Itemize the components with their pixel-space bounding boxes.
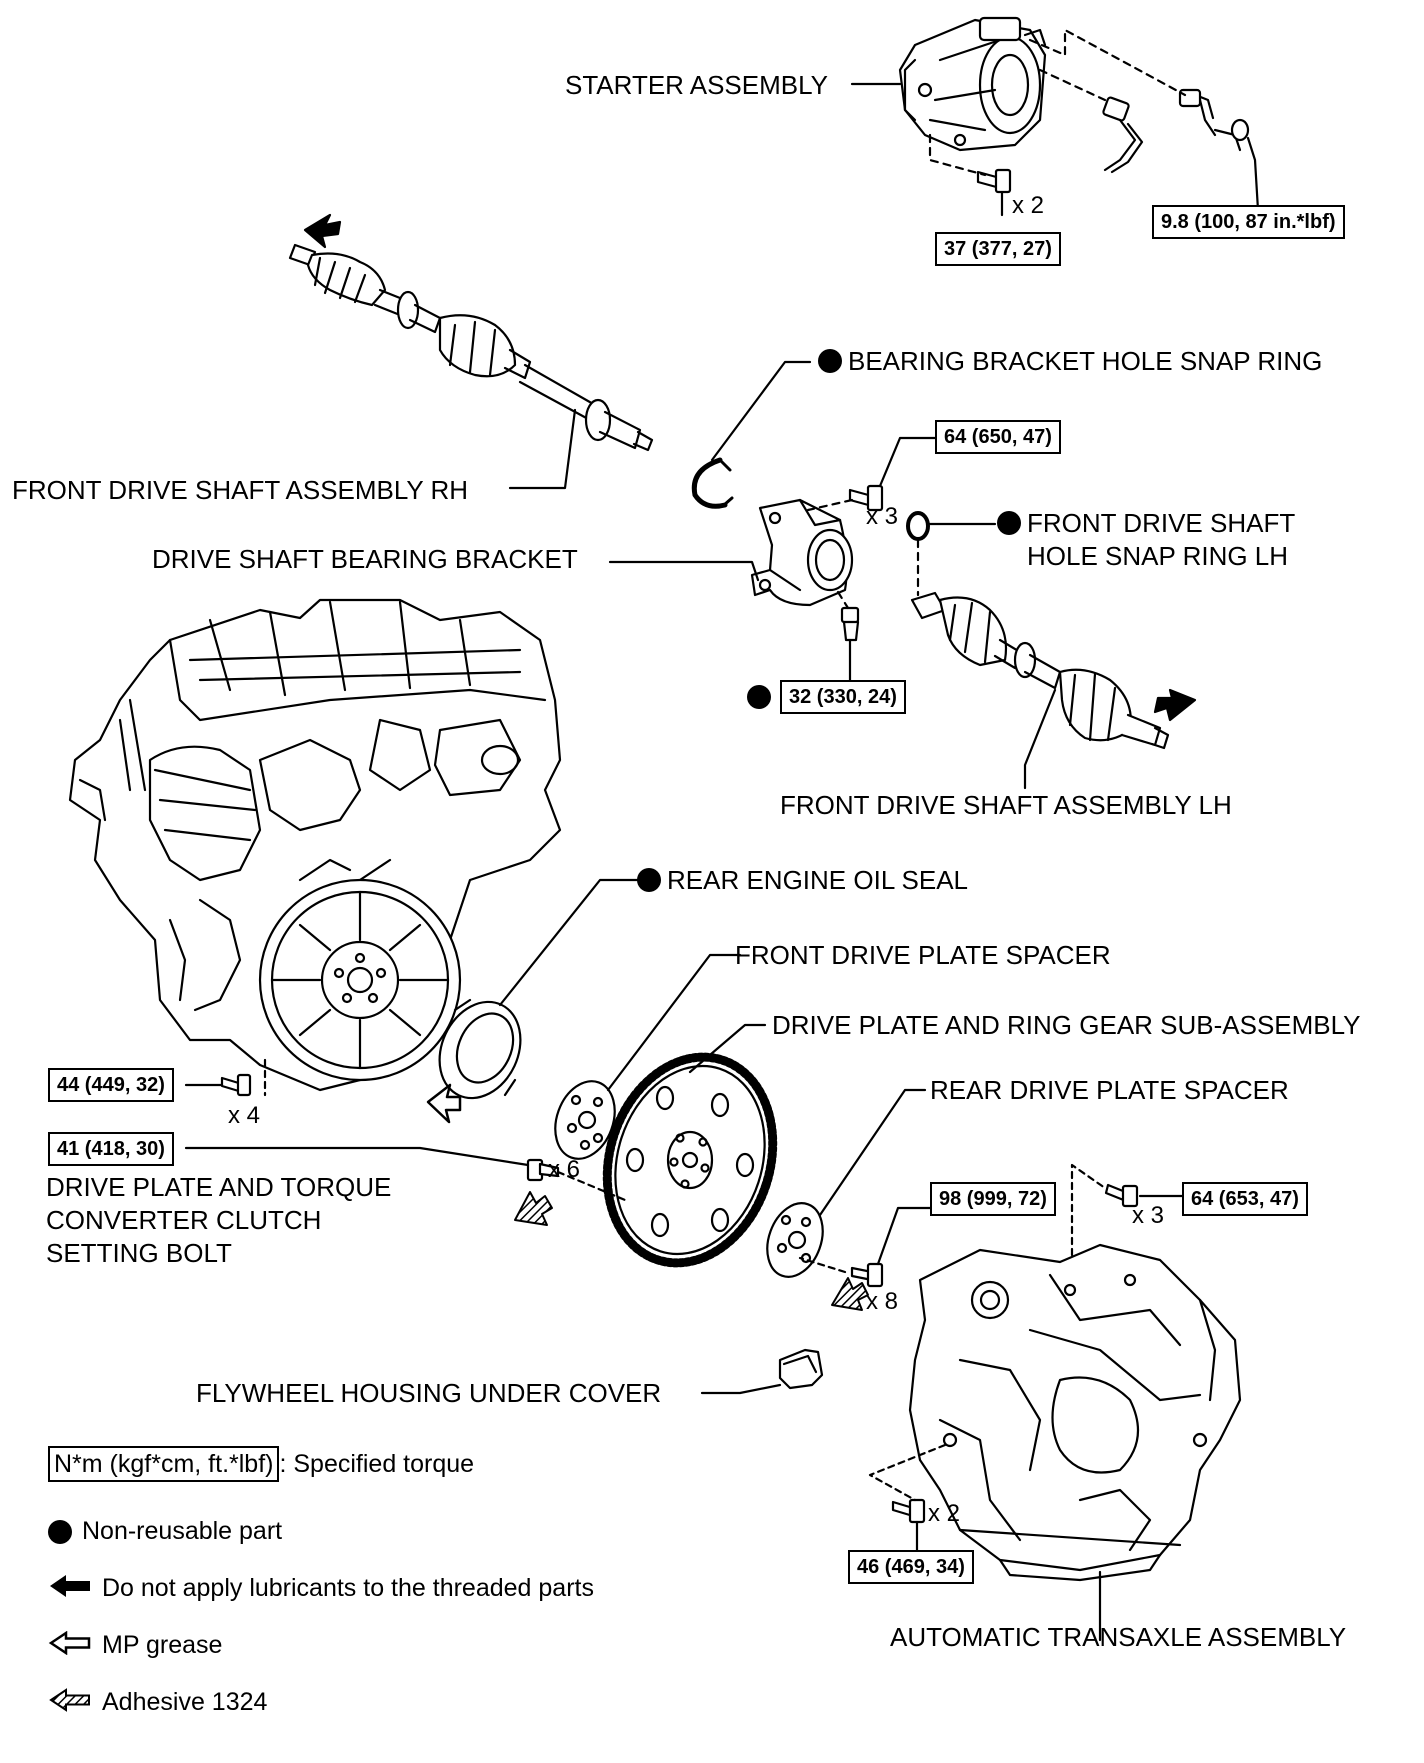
torque-bracket-bolt-top: 64 (650, 47) [935,420,1061,454]
label-drive-plate-ring-gear: DRIVE PLATE AND RING GEAR SUB-ASSEMBLY [772,1010,1361,1040]
front-drive-plate-spacer-drawing [554,1080,616,1160]
starter-bolt [976,168,1012,194]
legend-adhesive-text: Adhesive 1324 [102,1688,268,1716]
legend-no-lubricant: Do not apply lubricants to the threaded … [48,1573,594,1605]
torque-engine-bolt: 44 (449, 32) [48,1068,174,1102]
engine-bolt [220,1073,252,1097]
label-automatic-transaxle: AUTOMATIC TRANSAXLE ASSEMBLY [890,1622,1347,1652]
non-reusable-dot-icon [48,1520,72,1545]
label-rear-drive-plate-spacer: REAR DRIVE PLATE SPACER [930,1075,1289,1105]
label-text: REAR ENGINE OIL SEAL [667,865,969,895]
torque-setting-bolt: 41 (418, 30) [48,1132,174,1166]
multiplier-bracket-bolt: x 3 [866,503,899,530]
engine-drawing [68,598,562,1092]
starter-assembly-drawing [898,16,1047,152]
torque-transaxle-bolt-lower: 46 (469, 34) [848,1550,974,1584]
label-front-drive-shaft-rh: FRONT DRIVE SHAFT ASSEMBLY RH [12,475,469,505]
multiplier-transaxle-bolt-lower: x 2 [928,1500,961,1527]
bracket-bolt-bottom [840,606,860,642]
torque-drive-plate-bolt: 98 (999, 72) [930,1182,1056,1216]
front-drive-shaft-rh-drawing [288,243,654,452]
non-reusable-dot [818,349,842,373]
setting-bolt [526,1158,560,1182]
hatched-arrow-icon [48,1688,92,1719]
multiplier-setting-bolt: x 6 [548,1156,581,1183]
legend-mp-grease-text: MP grease [102,1631,223,1659]
label-setting-bolt-line1: DRIVE PLATE AND TORQUE [46,1172,392,1202]
flywheel-under-cover-drawing [778,1348,824,1390]
rear-drive-plate-spacer-drawing [766,1202,824,1278]
legend-specified-torque: N*m (kgf*cm, ft.*lbf): Specified torque [48,1446,474,1482]
drive-plate-ring-gear-drawing [602,1052,778,1268]
starter-wire-harness [1102,88,1250,174]
drive-shaft-bearing-bracket-drawing [750,498,854,607]
label-text: BEARING BRACKET HOLE SNAP RING [848,346,1323,376]
legend-non-reusable: Non-reusable part [48,1516,282,1546]
transaxle-bolt-upper [1104,1183,1139,1208]
label-setting-bolt-line2: CONVERTER CLUTCH [46,1205,322,1235]
multiplier-transaxle-bolt-upper: x 3 [1132,1202,1165,1229]
legend-non-reusable-text: Non-reusable part [82,1517,283,1545]
multiplier-starter-bolt: x 2 [1012,192,1045,219]
torque-transaxle-bolt-upper: 64 (653, 47) [1182,1182,1308,1216]
label-setting-bolt-line3: SETTING BOLT [46,1238,232,1268]
rear-engine-oil-seal-drawing [438,998,522,1100]
label-front-drive-shaft-hole-snap-ring-lh: FRONT DRIVE SHAFT [997,508,1295,539]
transaxle-bolt-lower [891,1498,926,1524]
non-reusable-dot [997,511,1021,535]
front-drive-shaft-lh-drawing [910,591,1170,750]
bracket-bolt-top [848,484,884,512]
legend-no-lubricant-text: Do not apply lubricants to the threaded … [102,1574,594,1602]
label-front-drive-shaft-hole-snap-ring-lh-line2: HOLE SNAP RING LH [1027,541,1289,571]
non-reusable-dot-bracket-bolt [747,685,771,709]
legend-torque-box: N*m (kgf*cm, ft.*lbf) [48,1446,280,1482]
non-reusable-dot [637,868,661,892]
drive-plate-bolt [850,1262,884,1288]
solid-arrow-icon [48,1574,92,1605]
torque-bracket-bolt-bottom: 32 (330, 24) [780,680,906,714]
automatic-transaxle-drawing [908,1243,1242,1582]
label-starter-assembly: STARTER ASSEMBLY [565,70,828,100]
torque-starter-bolt: 37 (377, 27) [935,232,1061,266]
label-rear-engine-oil-seal: REAR ENGINE OIL SEAL [637,865,968,896]
label-bearing-bracket-hole-snap-ring: BEARING BRACKET HOLE SNAP RING [818,346,1322,377]
legend-adhesive: Adhesive 1324 [48,1687,267,1719]
multiplier-engine-bolt: x 4 [228,1102,261,1129]
legend-torque-text: : Specified torque [279,1450,475,1478]
label-text: FRONT DRIVE SHAFT [1027,508,1296,538]
outline-arrow-icon [48,1630,92,1662]
legend-mp-grease: MP grease [48,1630,222,1662]
label-front-drive-plate-spacer: FRONT DRIVE PLATE SPACER [735,940,1111,970]
label-front-drive-shaft-lh: FRONT DRIVE SHAFT ASSEMBLY LH [780,790,1232,820]
label-drive-shaft-bearing-bracket: DRIVE SHAFT BEARING BRACKET [152,544,578,574]
multiplier-drive-plate-bolt: x 8 [866,1288,899,1315]
label-flywheel-under-cover: FLYWHEEL HOUSING UNDER COVER [196,1378,662,1408]
torque-starter-nut: 9.8 (100, 87 in.*lbf) [1152,205,1345,239]
